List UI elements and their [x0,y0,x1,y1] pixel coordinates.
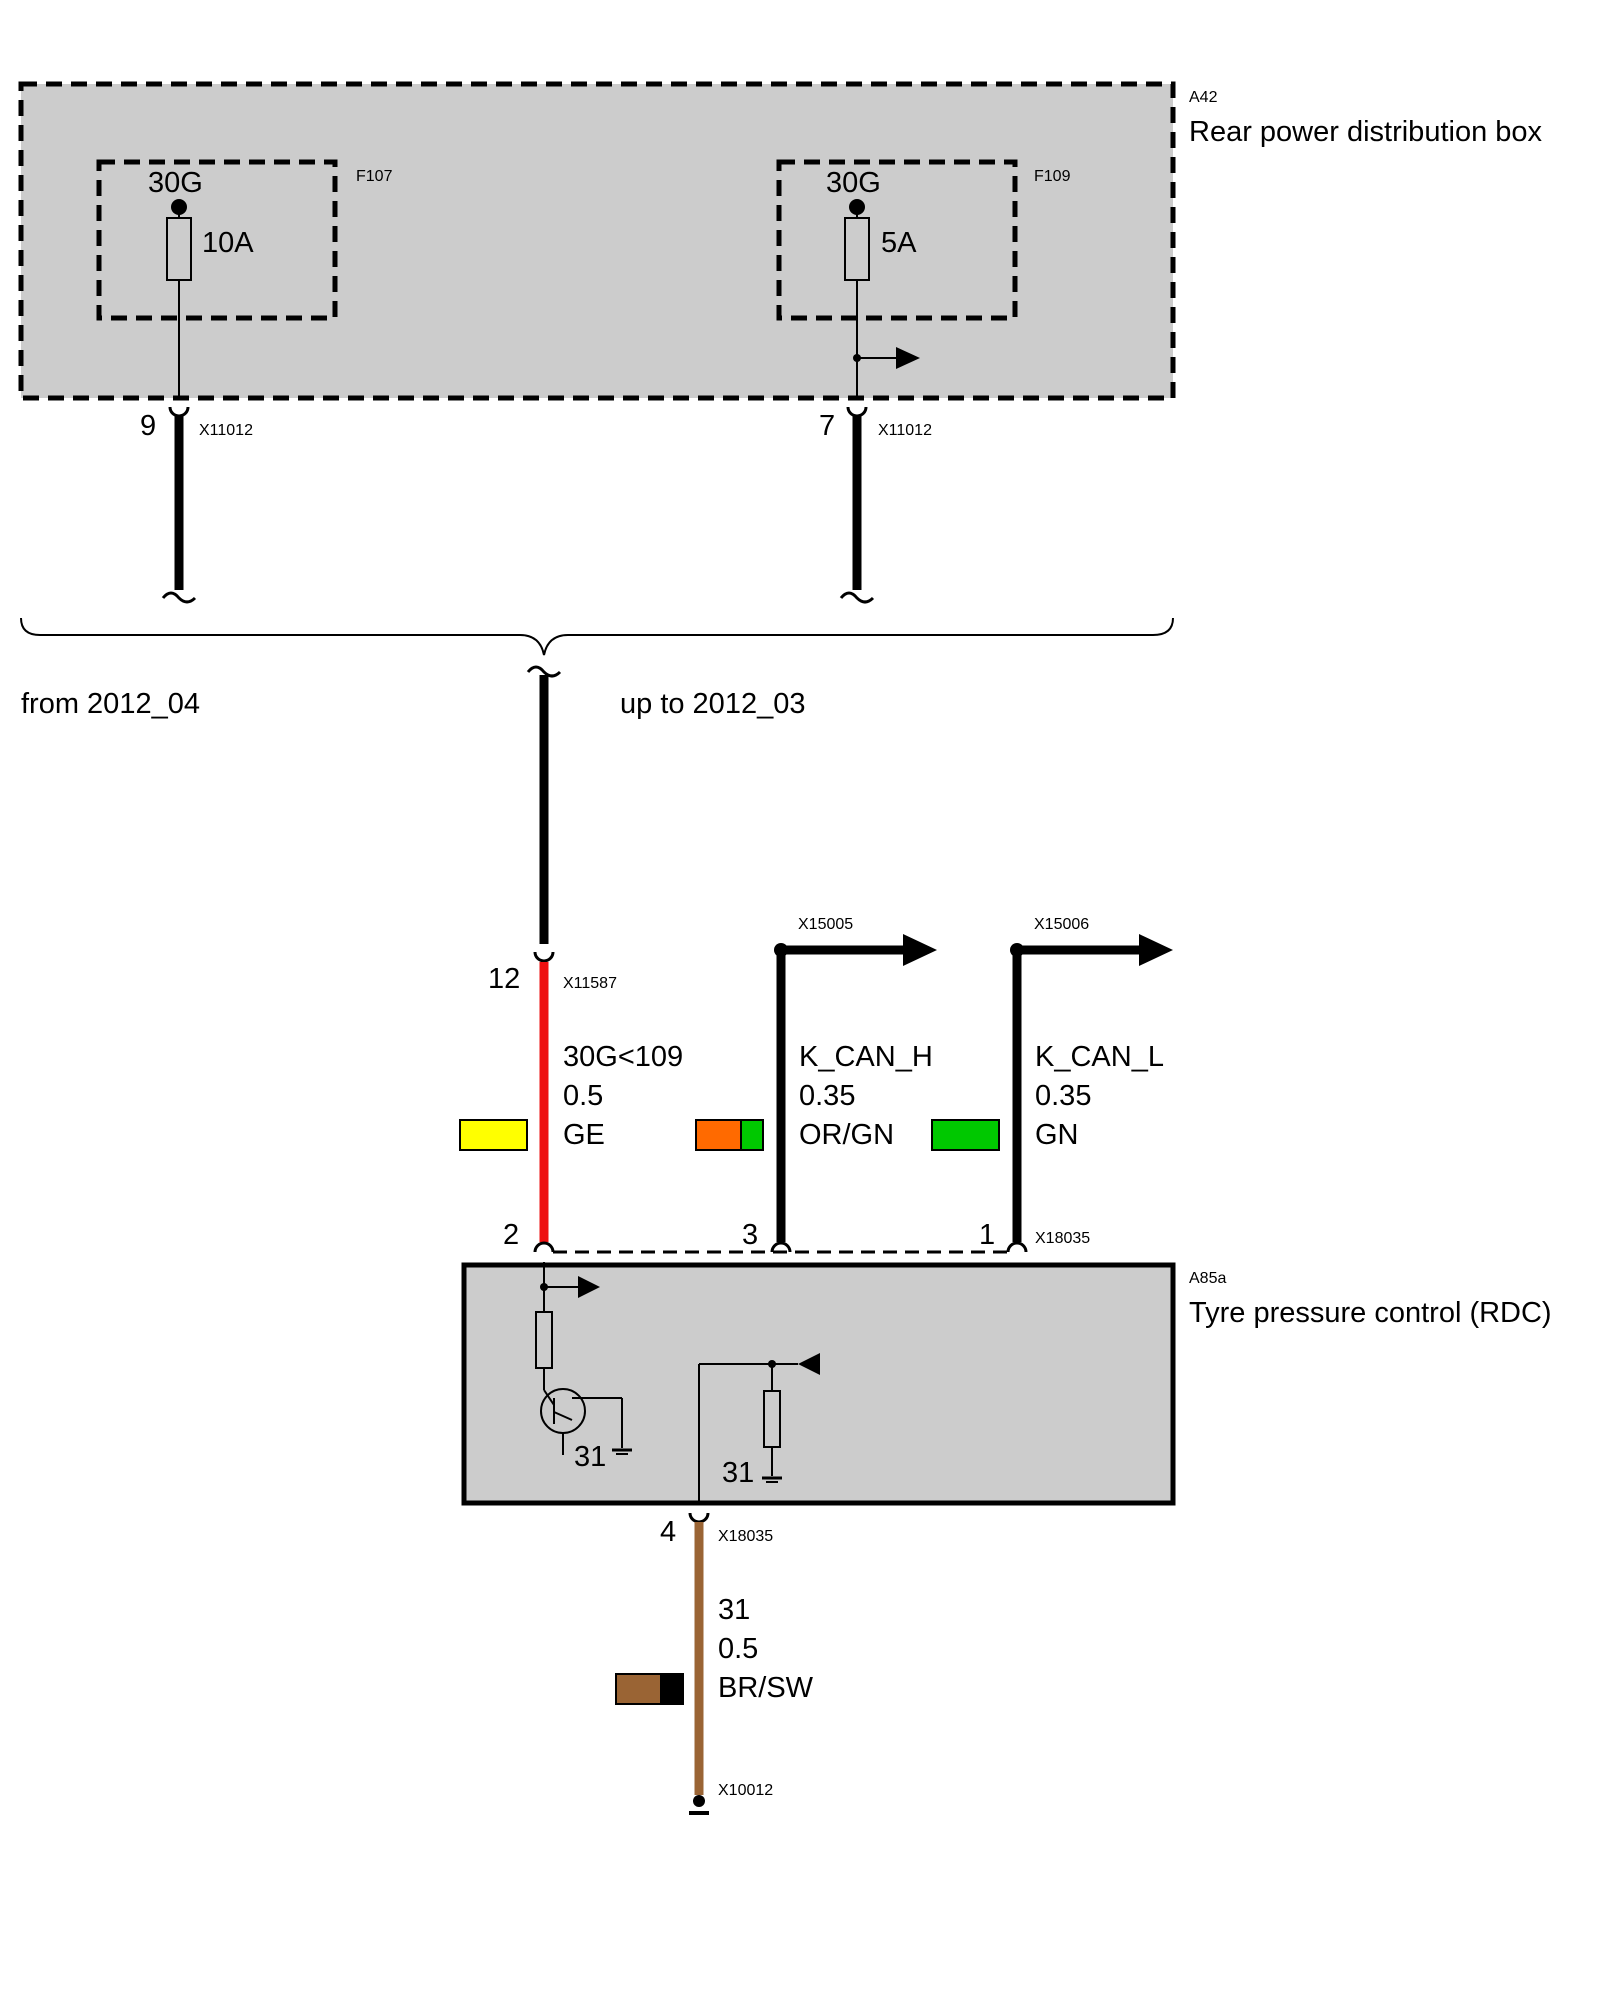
wire-30g-signal: 30G<109 [563,1041,683,1073]
fuse-f107-terminal: 30G [148,167,203,199]
x18035-pin4-socket [688,1512,710,1524]
x11012-pin7-socket [846,406,868,418]
wire-kcanh-signal: K_CAN_H [799,1041,933,1073]
rdc-supply-arrow [578,1276,600,1298]
wire-30g-swatch [459,1119,528,1151]
fuse-f107-id: F107 [356,168,393,185]
x11012-left-label: X11012 [199,422,253,439]
fuse-f109-box [776,159,1018,321]
variant-brace [20,617,1174,656]
wire-ground-signal: 31 [718,1594,750,1626]
variant-right-label: up to 2012_03 [620,688,805,720]
module-a85a-id: A85a [1189,1270,1226,1287]
wire-ground-size: 0.5 [718,1633,758,1665]
supply-break [526,665,562,678]
wire-ground-color-code: BR/SW [718,1672,814,1704]
module-a42-box [18,81,1176,401]
x15006-arrow [1139,934,1173,966]
module-a42-name: Rear power distribution box [1189,116,1543,148]
x11587-label: X11587 [563,975,617,992]
fuse-f109-rating: 5A [881,227,917,259]
f109-branch-arrow [896,347,920,369]
wire-ground-swatch-secondary [660,1673,684,1705]
x11587-pin-number: 12 [488,963,520,995]
fuse-f107-rating: 10A [202,227,254,259]
x18035-pin2-number: 2 [503,1219,519,1251]
x18035-pin1-socket [1006,1241,1028,1253]
wire-30g-color-code: GE [563,1119,605,1151]
fuse-f109-terminal: 30G [826,167,881,199]
x11587-socket [533,951,555,963]
x10012-label: X10012 [718,1782,773,1799]
wire-kcanh-swatch-secondary [740,1119,764,1151]
x18035-pin4-number: 4 [660,1516,676,1548]
module-a85a-name: Tyre pressure control (RDC) [1189,1297,1552,1329]
module-a42-id: A42 [1189,89,1218,106]
x11012-pin9-socket [168,406,190,418]
wire-ground-swatch-primary [615,1673,662,1705]
x15005-label: X15005 [798,916,853,933]
wire-f107-break [161,591,197,604]
x11012-pin7-number: 7 [819,410,835,442]
x10012-node [693,1795,705,1807]
x18035-pin2-socket [533,1241,555,1253]
x18035-pin1-number: 1 [979,1219,995,1251]
x18035-pin3-number: 3 [742,1219,758,1251]
wire-30g-size: 0.5 [563,1080,603,1112]
module-a85a-box [461,1262,1176,1506]
x18035-top-label: X18035 [1035,1230,1090,1247]
rdc-transistor-collector [543,1389,555,1406]
wire-kcanl-color-code: GN [1035,1119,1079,1151]
wire-kcanl-swatch [931,1119,1000,1151]
rdc-ground-right-label: 31 [722,1457,754,1489]
x18035-bottom-label: X18035 [718,1528,773,1545]
wire-kcanl-size: 0.35 [1035,1080,1091,1112]
rdc-transistor-emitter [553,1411,573,1421]
fuse-f107-box [96,159,338,321]
x11012-right-label: X11012 [878,422,932,439]
x18035-pin3-socket [770,1241,792,1253]
wire-kcanh-swatch-primary [695,1119,742,1151]
wire-kcanl-signal: K_CAN_L [1035,1041,1164,1073]
wire-kcanh-color-code: OR/GN [799,1119,894,1151]
variant-left-label: from 2012_04 [21,688,200,720]
rdc-input-arrow [798,1353,820,1375]
x15005-arrow [903,934,937,966]
fuse-f109-id: F109 [1034,168,1071,185]
x11012-pin9-number: 9 [140,410,156,442]
wire-f109-break [839,591,875,604]
x15006-label: X15006 [1034,916,1089,933]
wire-kcanh-size: 0.35 [799,1080,855,1112]
rdc-ground-left-label: 31 [574,1441,606,1473]
